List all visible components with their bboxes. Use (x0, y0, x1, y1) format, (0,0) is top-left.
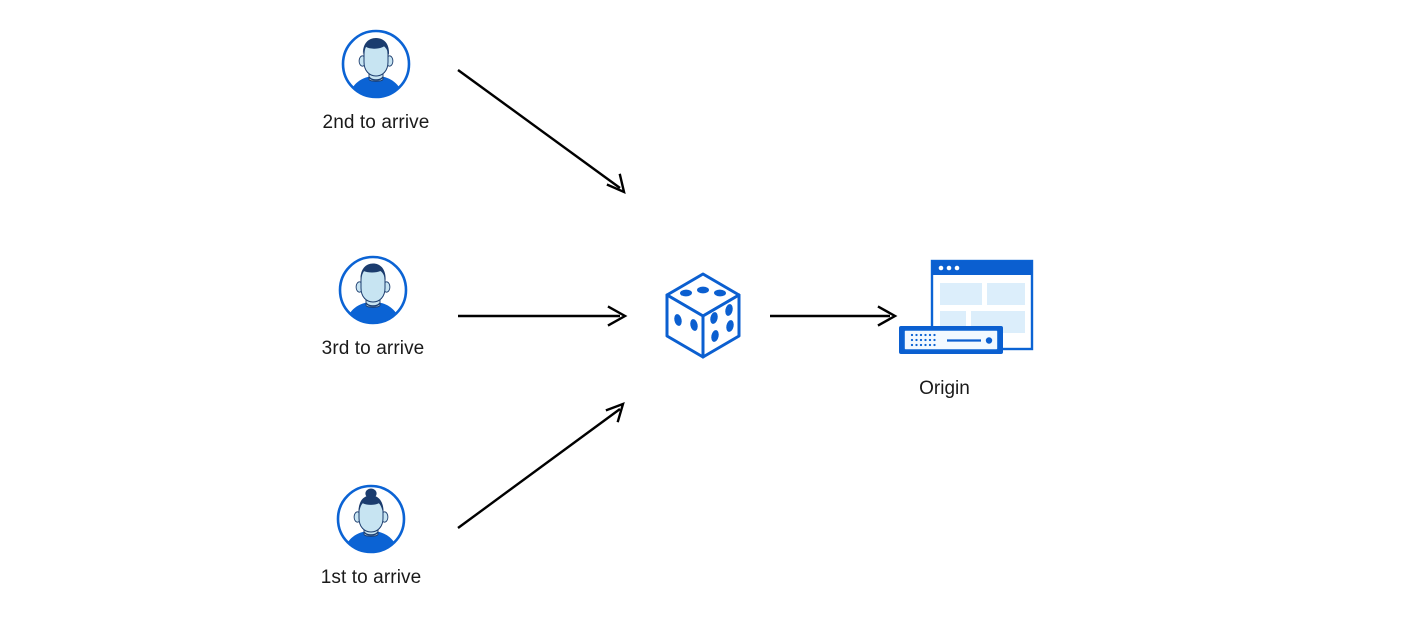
client-label-3rd: 3rd to arrive (321, 338, 425, 359)
arrow-2nd-to-dice (457, 69, 626, 195)
client-label-2nd: 2nd to arrive (322, 112, 430, 133)
user-avatar-male-icon (340, 28, 412, 100)
dice-node[interactable] (660, 268, 746, 364)
user-avatar-male-icon (337, 254, 409, 326)
origin-node[interactable]: Origin (893, 256, 1038, 406)
dice-icon (660, 268, 746, 364)
client-node-2nd[interactable]: 2nd to arrive (311, 28, 441, 134)
user-avatar-female-icon (335, 483, 407, 555)
client-label-1st: 1st to arrive (320, 567, 422, 588)
client-node-3rd[interactable]: 3rd to arrive (308, 254, 438, 360)
arrow-1st-to-dice (457, 402, 625, 529)
origin-server-browser-icon (893, 256, 1038, 366)
origin-label: Origin (919, 378, 970, 399)
arrow-dice-to-origin (770, 305, 898, 327)
server-device (899, 326, 1003, 354)
client-node-1st[interactable]: 1st to arrive (306, 483, 436, 589)
arrow-3rd-to-dice (458, 305, 628, 327)
